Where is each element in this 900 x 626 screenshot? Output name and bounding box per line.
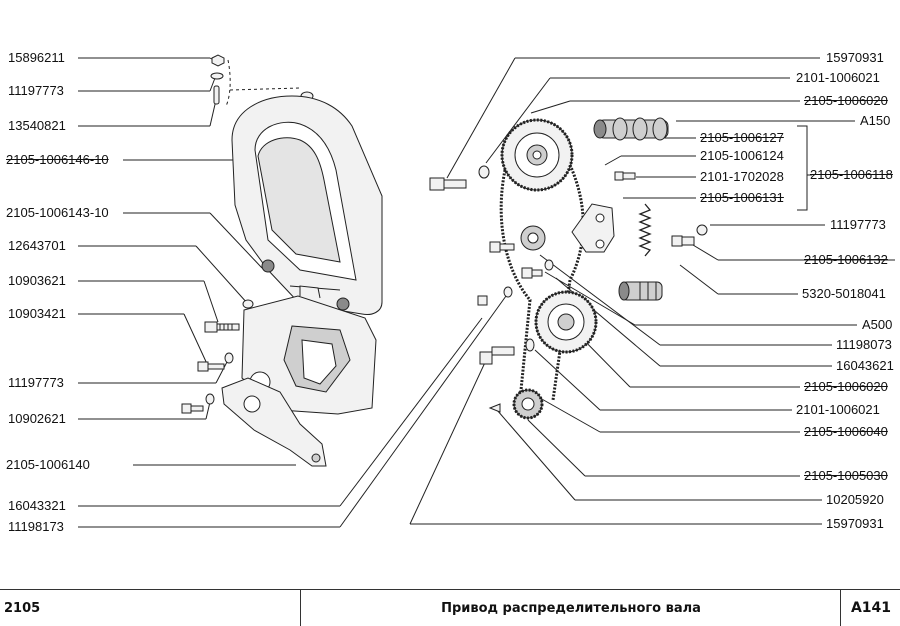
tensioner-roller	[520, 225, 546, 251]
callout-right-17: 2101-1006021	[796, 402, 880, 417]
callout-right-21: 15970931	[826, 516, 884, 531]
callout-left-5: 2105-1006143-10	[6, 205, 109, 220]
callout-right-13: A500	[862, 317, 893, 332]
callout-right-1: 15970931	[826, 50, 884, 65]
callout-right-3: 2105-1006020	[804, 93, 888, 108]
callout-left-11: 2105-1006140	[6, 457, 90, 472]
mounting-bracket	[221, 377, 327, 467]
callout-right-9: 2105-1006131	[700, 190, 784, 205]
callout-right-18: 2105-1006040	[804, 424, 888, 439]
callout-right-15: 16043621	[836, 358, 894, 373]
right-leader-lines	[409, 57, 895, 525]
callout-left-13: 11198173	[8, 519, 64, 534]
camshaft-sprocket	[500, 118, 574, 192]
intermediate-sprocket	[534, 290, 598, 354]
auxiliary-shaft-gear	[618, 281, 663, 301]
callout-right-8: 2101-1702028	[700, 169, 784, 184]
callout-left-10: 10902621	[8, 411, 66, 426]
callout-left-9: 11197773	[8, 375, 64, 390]
callout-right-5: 2105-1006127	[700, 130, 784, 145]
title-block: 2105 Привод распределительного вала A141	[0, 589, 900, 626]
callout-left-4: 2105-1006146-10	[6, 152, 109, 167]
callout-right-10: 11197773	[830, 217, 886, 232]
callout-right-11: 2105-1006132	[804, 252, 888, 267]
callout-right-19: 2105-1005030	[804, 468, 888, 483]
crankshaft-sprocket	[512, 388, 544, 420]
camshaft	[593, 117, 669, 141]
tensioner-bracket	[571, 203, 615, 253]
callout-right-6: 2105-1006124	[700, 148, 784, 163]
left-bolts	[181, 299, 254, 414]
callout-left-7: 10903621	[8, 273, 66, 288]
timing-chain	[499, 164, 585, 401]
callout-left-1: 15896211	[8, 50, 65, 65]
callout-right-20: 10205920	[826, 492, 884, 507]
callout-right-12: 5320-5018041	[802, 286, 886, 301]
model-number: 2105	[4, 600, 41, 616]
callout-right-4: A150	[860, 113, 891, 128]
upper-cover	[231, 95, 383, 315]
callout-right-16: 2105-1006020	[804, 379, 888, 394]
page-title: Привод распределительного вала	[300, 590, 841, 626]
exploded-drawing	[78, 54, 895, 528]
callout-right-14: 11198073	[836, 337, 892, 352]
callout-left-2: 11197773	[8, 83, 64, 98]
callout-left-12: 16043321	[8, 498, 66, 513]
callout-left-8: 10903421	[8, 306, 66, 321]
page-code: A141	[840, 590, 900, 626]
callout-left-3: 13540821	[8, 118, 66, 133]
right-bolts	[429, 165, 708, 413]
tensioner-spring	[638, 203, 652, 257]
callout-right-7: 2105-1006118	[810, 167, 893, 182]
callout-right-2: 2101-1006021	[796, 70, 880, 85]
left-leader-lines	[78, 57, 507, 528]
callout-left-6: 12643701	[8, 238, 66, 253]
